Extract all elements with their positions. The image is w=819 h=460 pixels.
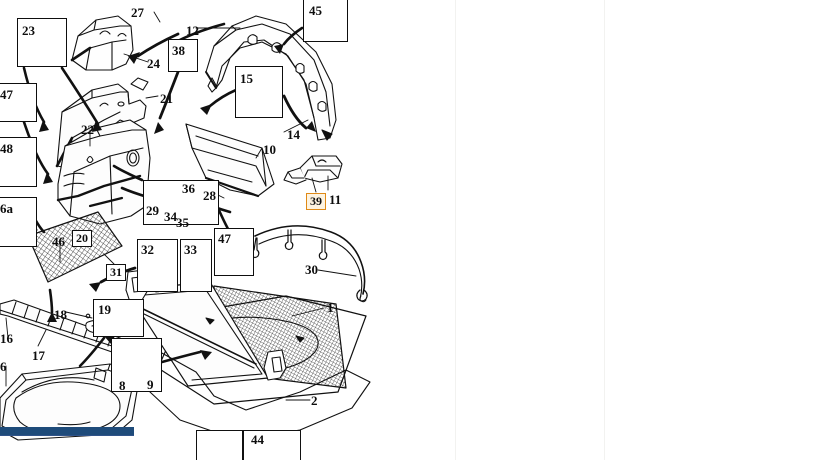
selection-underline xyxy=(0,434,134,436)
callout-33[interactable]: 33 xyxy=(184,242,197,257)
callout-8[interactable]: 8 xyxy=(119,378,126,393)
callout-12[interactable]: 12 xyxy=(186,23,199,38)
callout-47-upper[interactable]: 47 xyxy=(0,87,13,102)
callout-16[interactable]: 16 xyxy=(0,331,13,346)
callout-10[interactable]: 10 xyxy=(263,142,276,157)
inset-box-15 xyxy=(235,66,283,118)
page-guide-right xyxy=(604,0,605,460)
part-30-strap xyxy=(250,225,368,303)
inset-box-44 xyxy=(243,430,301,460)
callout-9[interactable]: 9 xyxy=(147,377,154,392)
callout-2[interactable]: 2 xyxy=(311,393,318,408)
callout-31[interactable]: 31 xyxy=(106,264,126,281)
part-6-floor-tray xyxy=(0,363,141,441)
callout-6a[interactable]: 6a xyxy=(0,201,13,216)
inset-box-38 xyxy=(168,39,198,72)
callout-44[interactable]: 44 xyxy=(251,432,264,447)
inset-box-6a xyxy=(0,197,37,247)
inset-box-45 xyxy=(303,0,348,42)
inset-box-23 xyxy=(17,18,67,67)
callout-11[interactable]: 11 xyxy=(329,192,342,207)
callout-35[interactable]: 35 xyxy=(176,215,189,230)
part-11-bracket xyxy=(283,155,343,185)
callout-29[interactable]: 29 xyxy=(146,203,159,218)
callout-19[interactable]: 19 xyxy=(98,302,111,317)
callout-28[interactable]: 28 xyxy=(203,188,216,203)
part-31-net xyxy=(27,211,123,283)
callout-20[interactable]: 20 xyxy=(72,230,92,247)
page-guide-left xyxy=(455,0,456,460)
callout-30[interactable]: 30 xyxy=(305,262,318,277)
callout-36[interactable]: 36 xyxy=(182,181,195,196)
inset-box-8-9 xyxy=(111,338,162,392)
callout-45[interactable]: 45 xyxy=(309,3,322,18)
callout-47-lower[interactable]: 47 xyxy=(218,231,231,246)
inset-box-unnumbered-arch xyxy=(196,430,243,460)
callout-18[interactable]: 18 xyxy=(54,307,67,322)
inset-box-48 xyxy=(0,137,37,187)
inset-box-32 xyxy=(137,239,178,292)
inset-box-33 xyxy=(180,239,212,292)
callout-17[interactable]: 17 xyxy=(32,348,45,363)
callout-1[interactable]: 1 xyxy=(327,300,334,315)
inset-box-hardware xyxy=(143,180,219,225)
callout-46[interactable]: 46 xyxy=(52,234,65,249)
leader-lines xyxy=(5,11,357,401)
callout-23[interactable]: 23 xyxy=(22,23,35,38)
part-1-cargo-floor xyxy=(125,269,367,405)
part-14-roof-arc xyxy=(205,15,337,141)
inset-box-19 xyxy=(93,299,144,337)
callout-21[interactable]: 21 xyxy=(160,91,173,106)
callout-48[interactable]: 48 xyxy=(0,141,13,156)
callout-24[interactable]: 24 xyxy=(147,56,160,71)
callout-27[interactable]: 27 xyxy=(131,5,144,20)
part-24-trim xyxy=(70,15,134,71)
callout-34[interactable]: 34 xyxy=(164,209,177,224)
callout-39-selected[interactable]: 39 xyxy=(306,193,326,210)
callout-38[interactable]: 38 xyxy=(172,43,185,58)
inset-box-47a xyxy=(0,83,37,122)
callout-15[interactable]: 15 xyxy=(240,71,253,86)
callout-22[interactable]: 22 xyxy=(81,122,94,137)
callout-14[interactable]: 14 xyxy=(287,127,300,142)
callout-32[interactable]: 32 xyxy=(141,242,154,257)
callout-6[interactable]: 6 xyxy=(0,359,7,374)
inset-box-47b xyxy=(214,228,254,276)
part-2-carpet xyxy=(149,351,371,441)
selection-highlight-bar[interactable] xyxy=(0,427,134,435)
